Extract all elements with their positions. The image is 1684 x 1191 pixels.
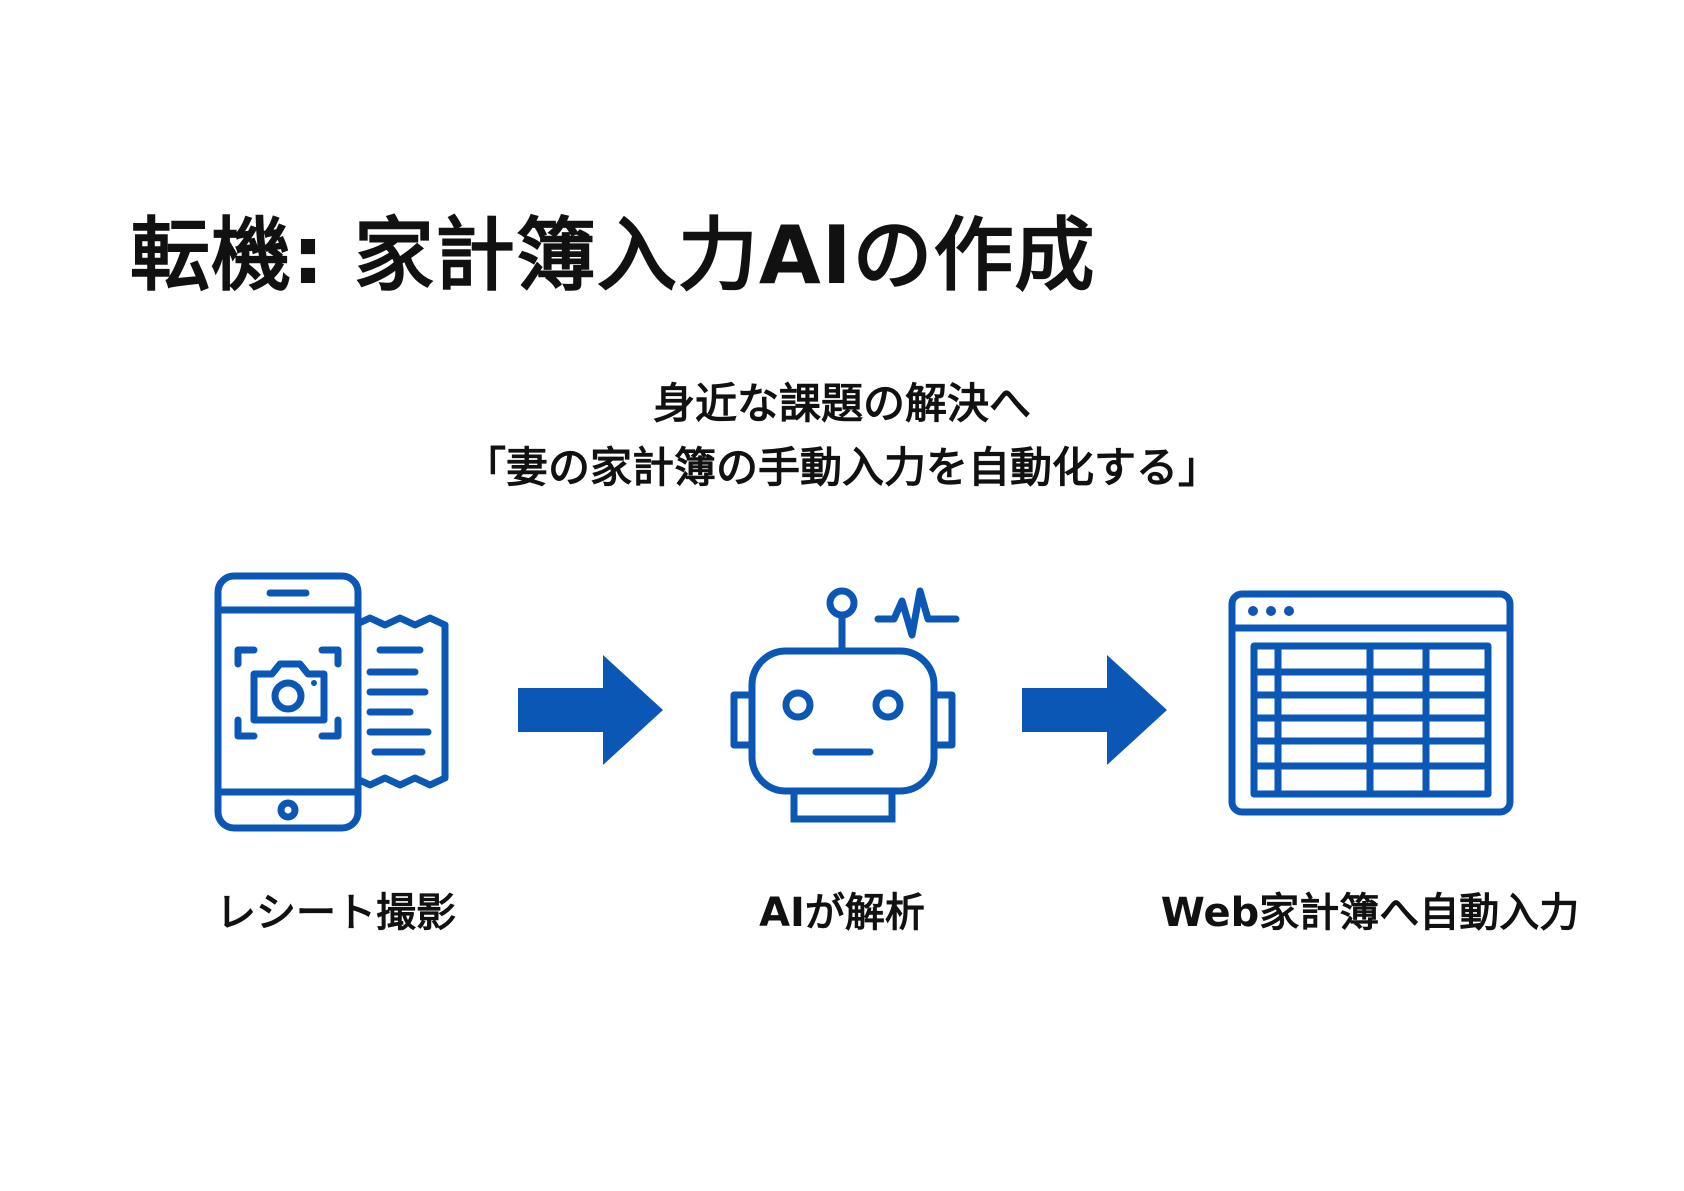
step-label-ai-analysis: AIが解析 bbox=[759, 890, 925, 936]
subtitle-line-1: 身近な課題の解決へ bbox=[652, 379, 1031, 428]
step-label-web-kakeibo-input: Web家計簿へ自動入力 bbox=[1160, 890, 1580, 936]
arrow-right-icon bbox=[1022, 655, 1167, 765]
browser-spreadsheet-icon bbox=[1228, 590, 1514, 816]
arrow-right-icon bbox=[518, 655, 663, 765]
robot-icon bbox=[730, 587, 960, 823]
subtitle-line-2: 「妻の家計簿の手動入力を自動化する」 bbox=[463, 443, 1220, 492]
subtitle: 身近な課題の解決へ 「妻の家計簿の手動入力を自動化する」 bbox=[0, 372, 1684, 500]
step-label-receipt-photo: レシート撮影 bbox=[216, 890, 456, 936]
smartphone-receipt-camera-icon bbox=[214, 572, 449, 832]
slide-title: 転機: 家計簿入力AIの作成 bbox=[130, 209, 1096, 302]
